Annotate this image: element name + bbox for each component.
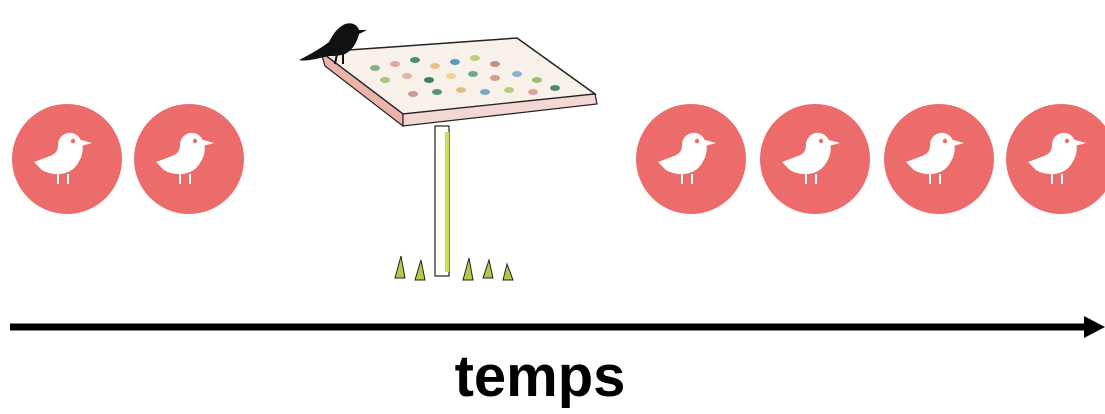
bird-badge-3 [636, 104, 746, 214]
perched-bird-icon [299, 23, 367, 65]
grass [394, 255, 514, 281]
bird-badge-5 [884, 104, 994, 214]
bird-icon [760, 104, 870, 214]
bird-icon [636, 104, 746, 214]
bird-icon [884, 104, 994, 214]
bird-badge-1 [12, 104, 122, 214]
bird-icon [1006, 104, 1105, 214]
time-axis-label: temps [454, 344, 626, 409]
arrow-right-icon [1084, 316, 1105, 338]
bird-badge-6 [1006, 104, 1105, 214]
bird-badge-2 [134, 104, 244, 214]
bird-badge-4 [760, 104, 870, 214]
seed-mix [370, 55, 560, 97]
bird-icon [134, 104, 244, 214]
bird-icon [12, 104, 122, 214]
time-axis [10, 312, 1105, 342]
bird-feeder-illustration [285, 8, 615, 308]
